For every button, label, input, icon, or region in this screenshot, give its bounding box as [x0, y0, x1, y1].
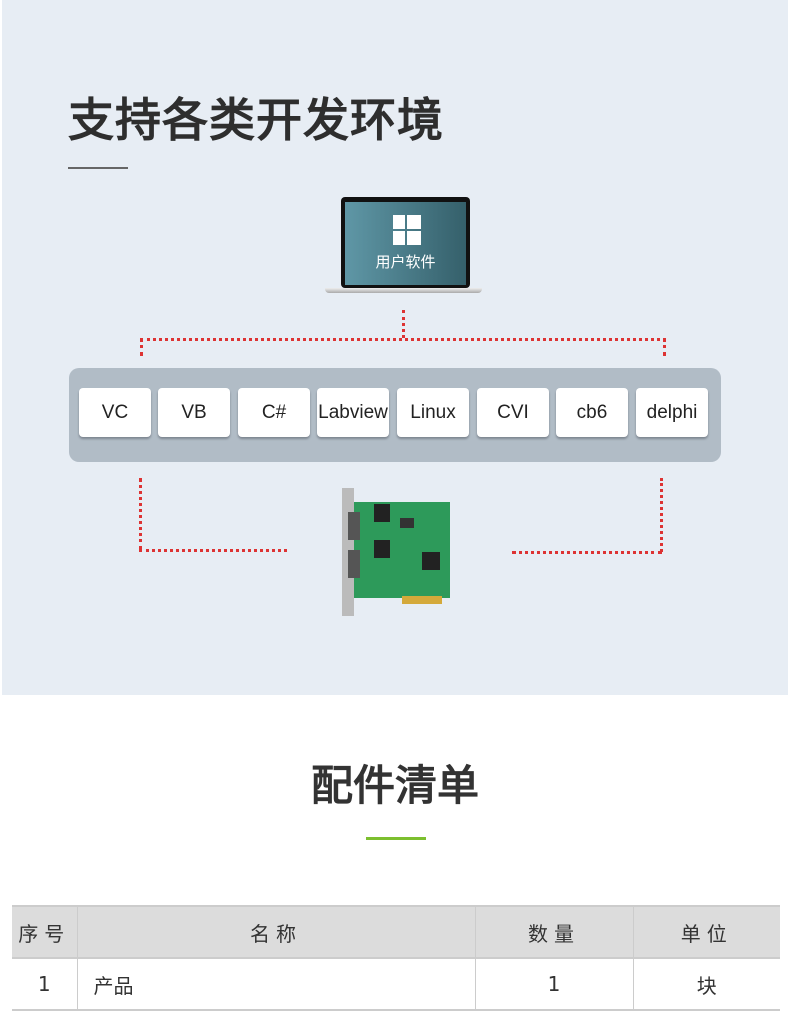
header-name: 名称	[77, 905, 476, 959]
accessories-table: 序号 名称 数量 单位 1 产品 1 块	[12, 905, 780, 1011]
cell-index: 1	[12, 958, 78, 1011]
laptop-label: 用户软件	[375, 253, 436, 271]
env-cvi: CVI	[477, 388, 549, 437]
connector-line	[660, 478, 663, 552]
env-vb: VB	[158, 388, 230, 437]
connector-line	[402, 310, 405, 338]
env-vc: VC	[79, 388, 151, 437]
table-header-row: 序号 名称 数量 单位	[12, 905, 780, 959]
connector-line	[663, 338, 666, 356]
table-row: 1 产品 1 块	[12, 958, 780, 1011]
env-csharp: C#	[238, 388, 310, 437]
title-accent-line	[366, 837, 426, 840]
connector-line	[139, 549, 287, 552]
header-index: 序号	[12, 905, 78, 959]
cell-name: 产品	[77, 958, 476, 1011]
cell-quantity: 1	[475, 958, 634, 1011]
header-unit: 单位	[633, 905, 780, 959]
serial-card-image	[342, 488, 450, 616]
connector-line	[512, 551, 662, 554]
title-underline	[68, 167, 128, 169]
laptop-base	[325, 288, 482, 293]
env-cb6: cb6	[556, 388, 628, 437]
env-labview: Labview	[317, 388, 389, 437]
windows-logo-icon	[391, 215, 421, 245]
cell-unit: 块	[633, 958, 780, 1011]
env-delphi: delphi	[636, 388, 708, 437]
accessories-title: 配件清单	[310, 761, 479, 810]
connector-line	[139, 478, 142, 550]
connector-line	[140, 338, 666, 341]
laptop-screen: 用户软件	[341, 197, 470, 288]
header-quantity: 数量	[475, 905, 634, 959]
env-linux: Linux	[397, 388, 469, 437]
connector-line	[140, 338, 143, 356]
section-title: 支持各类开发环境	[68, 93, 444, 147]
